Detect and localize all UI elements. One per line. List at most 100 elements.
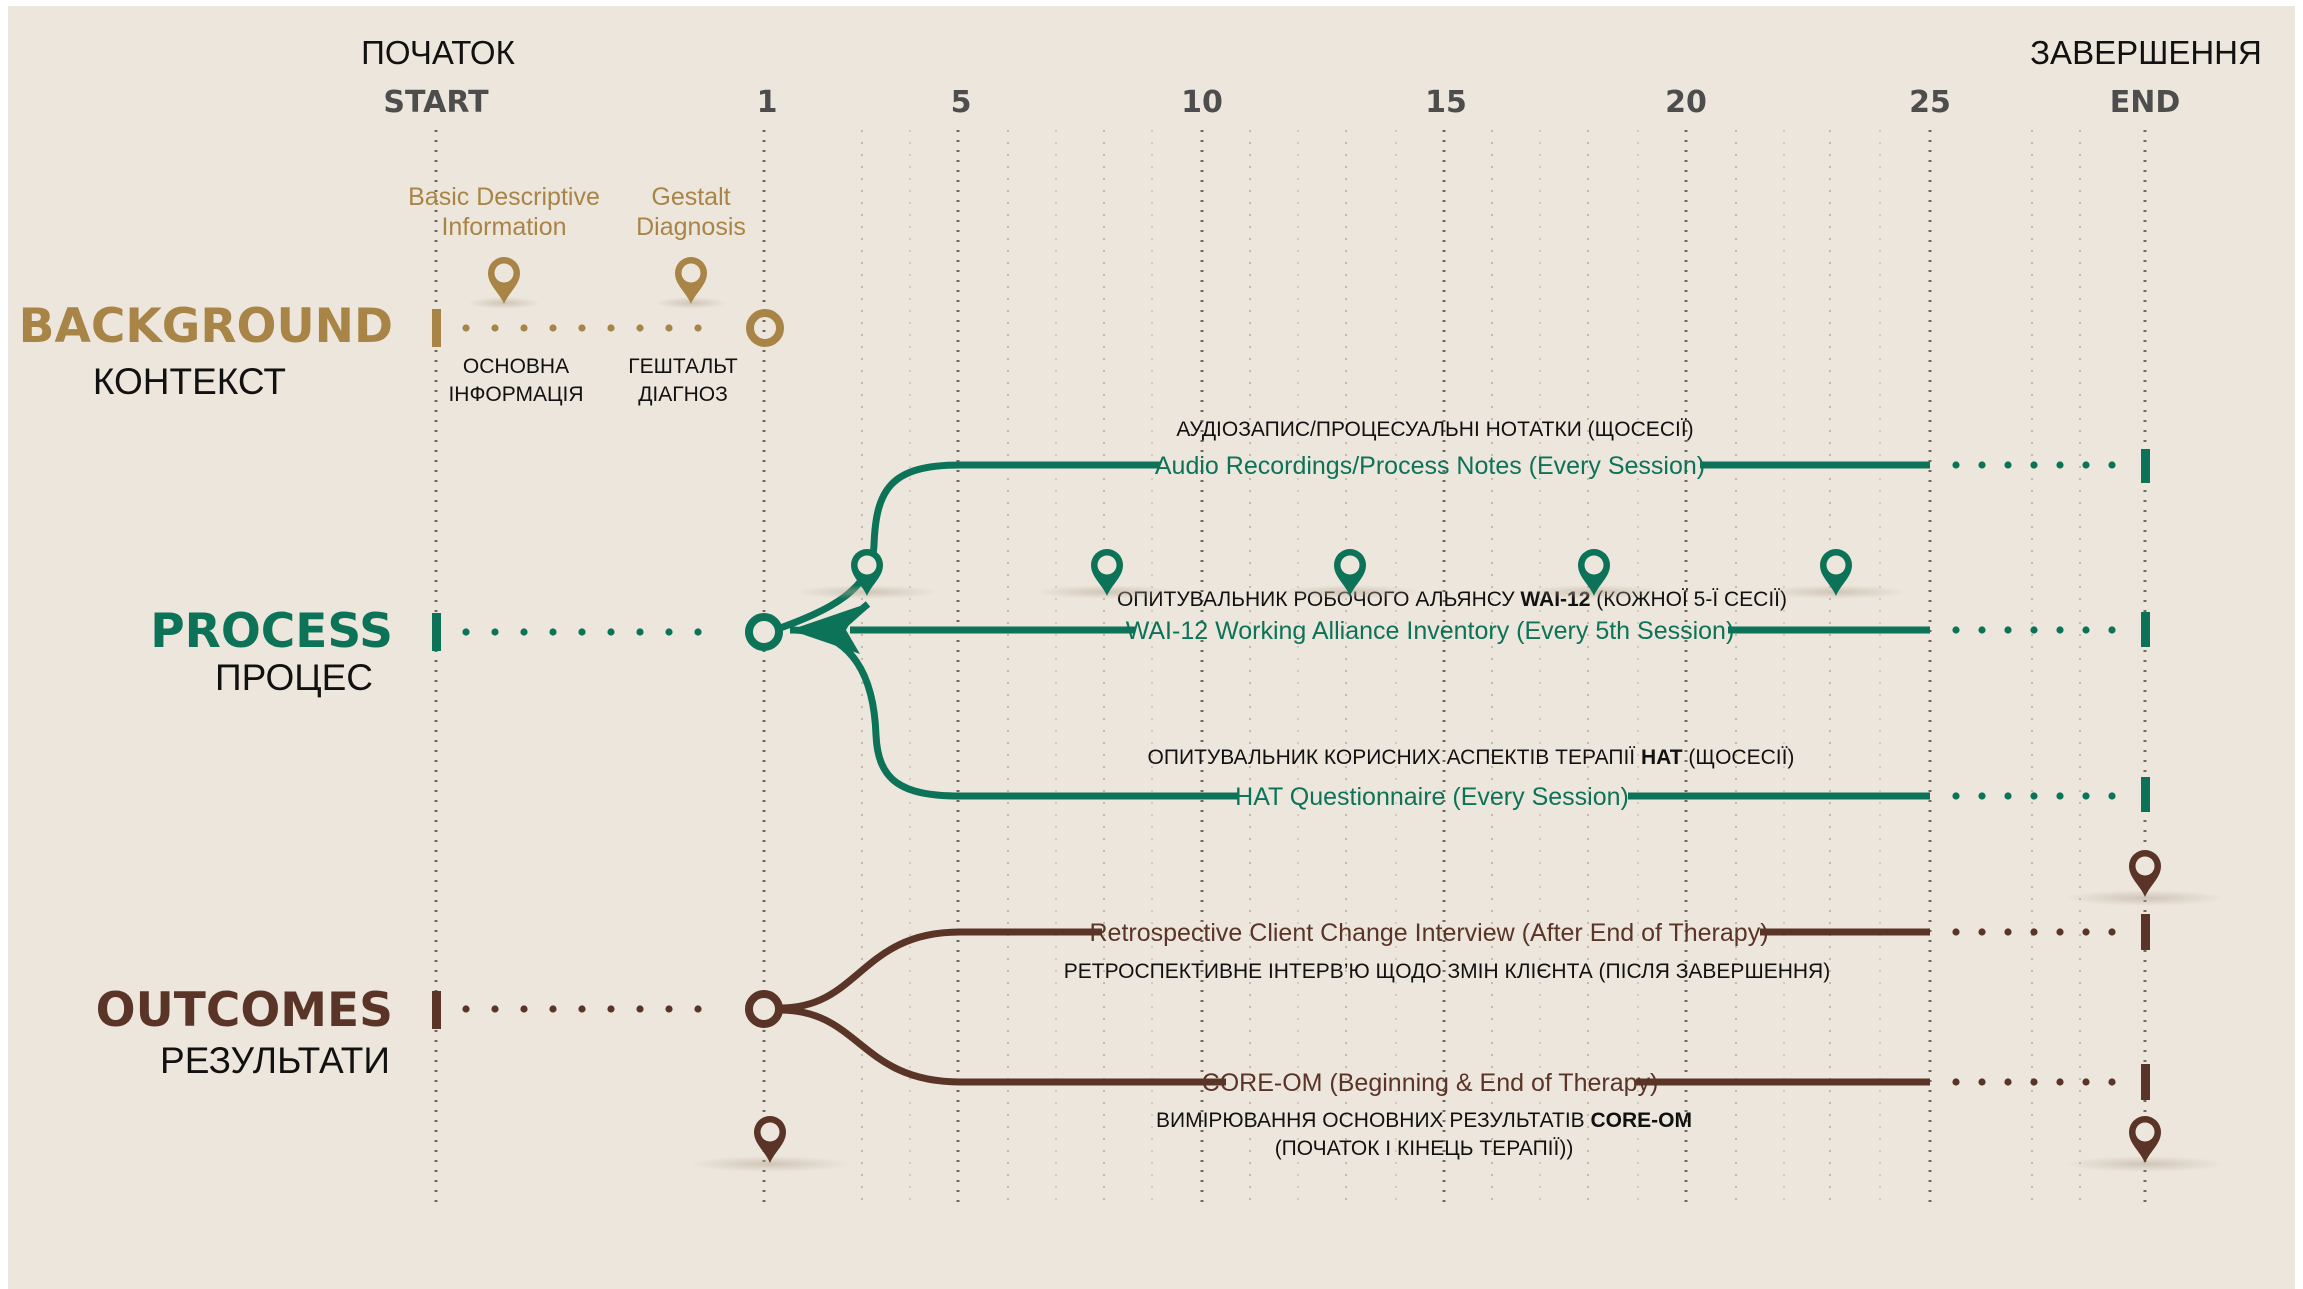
dot [665, 628, 673, 636]
gestalt-label-en-2: Diagnosis [636, 213, 746, 241]
dot [549, 324, 557, 332]
audio-label-uk: АУДІОЗАПИС/ПРОЦЕСУАЛЬНІ НОТАТКИ (ЩОСЕСІЇ… [1176, 418, 1693, 441]
dot [1978, 626, 1986, 634]
outcomes-dotted-line [462, 1005, 702, 1013]
dot [694, 324, 702, 332]
outcomes-label-uk: РЕЗУЛЬТАТИ [160, 1040, 390, 1081]
dot [578, 628, 586, 636]
dot [607, 628, 615, 636]
dot [607, 1005, 615, 1013]
dot [2030, 928, 2038, 936]
dot [694, 628, 702, 636]
pin-shadow [2065, 890, 2225, 906]
audio-dotted-line [1952, 461, 2116, 469]
dot [1952, 1078, 1960, 1086]
end-label-en: END [2110, 85, 2181, 120]
dot [2030, 792, 2038, 800]
dot [2004, 792, 2012, 800]
dot [2082, 1078, 2090, 1086]
dot [1952, 626, 1960, 634]
background-session-1-node [746, 309, 784, 347]
dot [549, 1005, 557, 1013]
start-label-uk: ПОЧАТОК [361, 34, 515, 71]
dot [2056, 1078, 2064, 1086]
dot [2082, 792, 2090, 800]
dot [1952, 792, 1960, 800]
dot [2108, 1078, 2116, 1086]
hat-label-uk: ОПИТУВАЛЬНИК КОРИСНИХ АСПЕКТІВ ТЕРАПІЇ H… [1148, 746, 1795, 769]
dot [578, 324, 586, 332]
dot [520, 1005, 528, 1013]
timeline-axis: ПОЧАТОК ЗАВЕРШЕННЯ START END 1 5 10 15 2… [361, 34, 2262, 120]
wai-session-pins [795, 549, 1908, 599]
interview-label-uk: РЕТРОСПЕКТИВНЕ ІНТЕРВ’Ю ЩОДО ЗМІН КЛІЄНТ… [1064, 960, 1830, 983]
wai-label-uk: ОПИТУВАЛЬНИК РОБОЧОГО АЛЬЯНСУ WAI-12 (КО… [1117, 588, 1787, 611]
dot [607, 324, 615, 332]
audio-end-marker [2141, 449, 2150, 483]
core-branch-curve [779, 1006, 961, 1086]
dot [2082, 461, 2090, 469]
dot [491, 628, 499, 636]
background-label-uk: КОНТЕКСТ [93, 361, 286, 402]
dot [549, 628, 557, 636]
end-label-uk: ЗАВЕРШЕННЯ [2030, 34, 2262, 71]
basic-info-label-uk-2: ІНФОРМАЦІЯ [448, 383, 583, 406]
process-row: PROCESS ПРОЦЕС АУДІОЗАПИС/ПРОЦЕСУАЛЬНІ Н… [150, 418, 2150, 812]
dot [636, 324, 644, 332]
dot [462, 324, 470, 332]
dot [2004, 928, 2012, 936]
tick-label-5: 5 [951, 85, 972, 120]
wai-dotted-line [1952, 626, 2116, 634]
dot [2030, 1078, 2038, 1086]
interview-end-marker [2141, 914, 2150, 950]
process-dotted-line [462, 628, 702, 636]
tick-label-10: 10 [1181, 85, 1223, 120]
dot [2056, 461, 2064, 469]
pin-shadow [2065, 1156, 2225, 1172]
dot [2056, 626, 2064, 634]
outcomes-row: OUTCOMES РЕЗУЛЬТАТИ Retrospective Client… [96, 850, 2225, 1172]
hat-end-marker [2141, 777, 2150, 812]
interview-label-en: Retrospective Client Change Interview (A… [1089, 919, 1768, 947]
background-row: BACKGROUND КОНТЕКСТ Basic Descriptive In… [19, 183, 784, 406]
basic-info-label-uk: ОСНОВНА [463, 355, 569, 378]
dot [2082, 928, 2090, 936]
dot [2004, 626, 2012, 634]
outcomes-start-marker [432, 991, 441, 1029]
tick-label-1: 1 [757, 85, 778, 120]
dot [2108, 461, 2116, 469]
dot [2082, 626, 2090, 634]
outcomes-session-1-node [745, 990, 783, 1028]
gestalt-label-en: Gestalt [651, 183, 730, 211]
dot [2030, 461, 2038, 469]
gestalt-label-uk-2: ДІАГНОЗ [638, 383, 728, 406]
basic-info-label-en: Basic Descriptive [408, 183, 600, 211]
dot [578, 1005, 586, 1013]
core-label-uk: ВИМІРЮВАННЯ ОСНОВНИХ РЕЗУЛЬТАТІВ CORE-OM [1156, 1109, 1692, 1132]
dot [520, 324, 528, 332]
process-start-marker [432, 613, 441, 651]
interview-dotted-line [1952, 928, 2116, 936]
wai-arrow-tail [835, 601, 871, 633]
dot [491, 1005, 499, 1013]
dot [665, 324, 673, 332]
dot [491, 324, 499, 332]
start-label-en: START [383, 85, 489, 120]
core-label-en: CORE-OM (Beginning & End of Therapy) [1202, 1069, 1659, 1097]
background-start-marker [432, 309, 441, 347]
dot [2004, 1078, 2012, 1086]
dot [636, 1005, 644, 1013]
dot [2108, 626, 2116, 634]
dot [462, 628, 470, 636]
pin-shadow [690, 1156, 850, 1172]
dot [1978, 1078, 1986, 1086]
gestalt-label-uk: ГЕШТАЛЬТ [628, 355, 738, 378]
hat-dotted-line [1952, 792, 2116, 800]
hat-label-en: HAT Questionnaire (Every Session) [1235, 783, 1629, 811]
dot [2056, 792, 2064, 800]
basic-info-label-en-2: Information [441, 213, 566, 241]
dot [1952, 461, 1960, 469]
dot [2030, 626, 2038, 634]
core-dotted-line [1952, 1078, 2116, 1086]
